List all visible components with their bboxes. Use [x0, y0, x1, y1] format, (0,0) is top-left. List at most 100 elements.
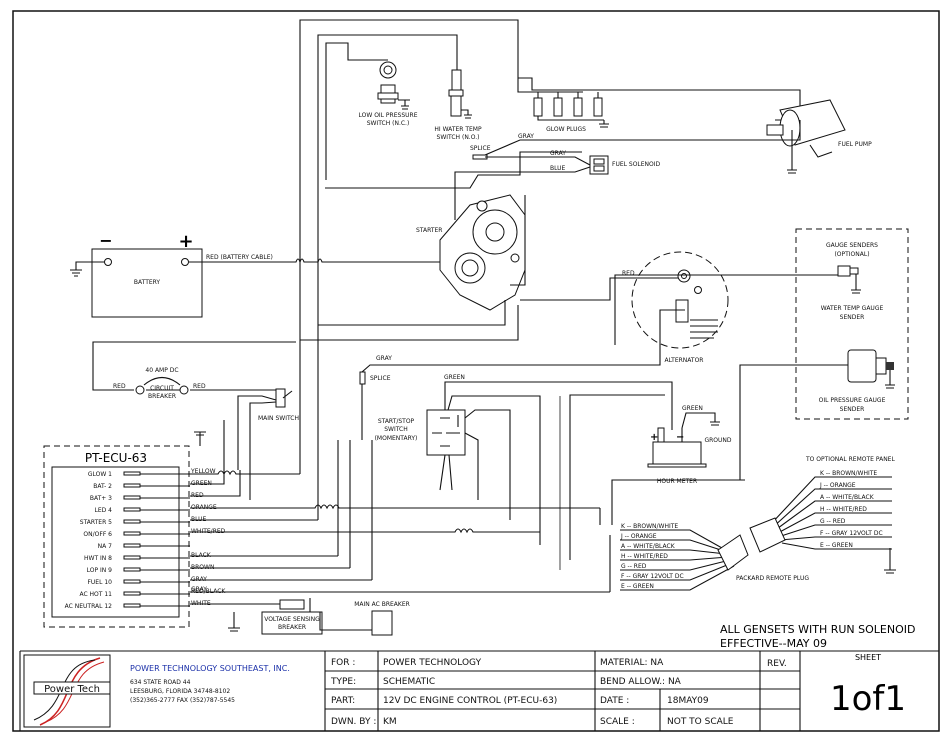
start-stop-label-3: (MOMENTARY) [375, 435, 418, 442]
remote-wire-label-right: G -- RED [820, 518, 846, 525]
splice-mid-wire: GRAY [376, 355, 392, 362]
battery-pos: + [178, 231, 193, 252]
main-ac-breaker-label: MAIN AC BREAKER [354, 601, 410, 608]
material: MATERIAL: NA [600, 658, 664, 668]
splice-top-label: SPLICE [470, 145, 491, 152]
ecu-pin-label: STARTER 5 [80, 519, 112, 526]
ecu-pin-label: GLOW 1 [88, 471, 112, 478]
remote-wire-right [773, 500, 892, 532]
start-stop-label-2: SWITCH [384, 426, 408, 433]
alternator-wire: RED [622, 270, 635, 277]
breaker-wire-out: RED [193, 383, 206, 390]
ecu-connector [51, 466, 180, 618]
remote-wire-right [781, 542, 892, 550]
remote-wire-label-left: H -- WHITE/RED [621, 553, 668, 560]
remote-wire-label-right: J -- ORANGE [819, 482, 856, 489]
packard-plug-label: PACKARD REMOTE PLUG [736, 575, 809, 582]
ecu-wire-label: GRAY [191, 586, 207, 593]
start-stop-label-1: START/STOP [378, 418, 415, 425]
voltage-sensing-breaker [261, 598, 390, 635]
hi-water-temp-switch [448, 69, 472, 119]
splice-mid [359, 371, 366, 385]
breaker-rating: 40 AMP DC [145, 367, 178, 374]
fuel-sol-wire2: BLUE [550, 165, 566, 172]
for-label: FOR : [331, 658, 355, 668]
splice-mid-label: SPLICE [370, 375, 391, 382]
remote-panel-title: TO OPTIONAL REMOTE PANEL [805, 456, 895, 463]
date-label: DATE : [600, 696, 629, 706]
remote-wire-right [779, 536, 892, 541]
type-value: SCHEMATIC [383, 677, 435, 687]
hour-meter-label: HOUR METER [657, 478, 697, 485]
bend-allow: BEND ALLOW.: NA [600, 677, 682, 687]
ecu-pin-label: FUEL 10 [87, 579, 112, 586]
hour-meter-plus: + [650, 432, 658, 443]
dwn-value: KM [383, 717, 397, 727]
splice-top-wire: GRAY [518, 133, 534, 140]
fuel-solenoid-label: FUEL SOLENOID [612, 161, 661, 168]
ecu-pin-terminal [123, 483, 141, 488]
remote-wire-label-right: E -- GREEN [820, 542, 853, 549]
company-address-2: LEESBURG, FLORIDA 34748-8102 [130, 688, 230, 695]
remote-wire-label-left: A -- WHITE/BLACK [621, 543, 676, 550]
alternator [631, 251, 729, 349]
ecu-pin-label: BAT+ 3 [90, 495, 112, 502]
scale-value: NOT TO SCALE [667, 717, 734, 727]
remote-wire-label-right: F -- GRAY 12VOLT DC [820, 530, 883, 537]
ecu-pin-terminal [123, 495, 141, 500]
water-temp-sender [837, 265, 861, 294]
remote-wire-left [620, 562, 733, 581]
ecu-pin-terminal [123, 555, 141, 560]
sheet-value: 1of1 [830, 679, 906, 719]
ecu-pin-terminal [123, 519, 141, 524]
gauge-title-2: (OPTIONAL) [834, 251, 869, 258]
ecu-pin-label: ON/OFF 6 [83, 531, 112, 538]
hour-meter-minus: − [676, 432, 684, 443]
ecu-pin-terminal [123, 531, 141, 536]
remote-wire-left [620, 556, 729, 561]
remote-wire-left [620, 565, 735, 591]
ecu-wire-label: YELLOW [190, 468, 216, 475]
water-temp-label-2: SENDER [840, 314, 865, 321]
hour-meter [647, 427, 707, 468]
top-harness-wires [299, 19, 801, 410]
main-ac-breaker [371, 610, 393, 636]
low-oil-label-2: SWITCH (N.C.) [367, 120, 410, 127]
ecu-pin-terminal [123, 591, 141, 596]
voltage-breaker-label-1: VOLTAGE SENSING [264, 616, 320, 623]
battery-neg: − [99, 231, 112, 250]
date-value: 18MAY09 [667, 696, 709, 706]
ecu-pin-label: HWT IN 8 [84, 555, 112, 562]
ecu-pin-terminal [123, 471, 141, 476]
main-switch [237, 388, 293, 500]
remote-wire-right [777, 524, 892, 538]
breaker-label-1: CIRCUIT [150, 385, 174, 392]
sheet-label: SHEET [855, 653, 881, 662]
ecu-pin-terminal [123, 567, 141, 572]
oil-pressure-sender [847, 349, 895, 389]
remote-wire-label-left: G -- RED [621, 563, 647, 570]
gauge-senders-box [795, 228, 909, 420]
remote-wire-label-left: J -- ORANGE [620, 533, 657, 540]
breaker-label-2: BREAKER [148, 393, 176, 400]
part-label: PART: [331, 696, 355, 706]
ecu-pin-label: NA 7 [98, 543, 113, 550]
ecu-pin-terminal [123, 603, 141, 608]
rev-label: REV. [767, 659, 787, 669]
battery-label: BATTERY [134, 279, 161, 286]
voltage-breaker-label-2: BREAKER [278, 624, 306, 631]
splice-top [472, 154, 488, 160]
remote-wire-right [775, 512, 892, 535]
starter [439, 194, 526, 311]
ecu-pin-label: BAT- 2 [93, 483, 112, 490]
hour-meter-wire: GREEN [682, 405, 703, 412]
ecu-box [43, 445, 190, 628]
fuel-sol-wire1: GRAY [550, 150, 566, 157]
company-address-1: 634 STATE ROAD 44 [130, 679, 191, 686]
battery-cable-label: RED (BATTERY CABLE) [206, 254, 273, 261]
remote-wire-label-right: H -- WHITE/RED [820, 506, 867, 513]
remote-wire-label-right: K -- BROWN/WHITE [820, 470, 877, 477]
